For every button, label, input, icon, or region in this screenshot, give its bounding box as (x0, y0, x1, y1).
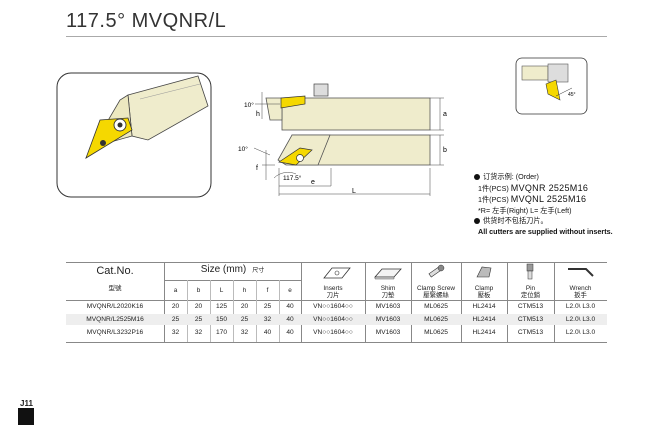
table-cell-a: 25 (171, 316, 180, 323)
table-cell-clamp: HL2414 (472, 303, 496, 310)
table-cell-shim: MV1603 (375, 303, 401, 310)
pin-icon (526, 263, 534, 280)
table-cell-L: 170 (215, 329, 227, 336)
wrench-icon (568, 268, 594, 277)
order-line2-prefix: 1件(PCS) (478, 195, 509, 205)
dim-f: f (256, 165, 258, 172)
table-cell-screw: ML0625 (424, 316, 448, 323)
col-f: f (266, 287, 269, 294)
row-bg (66, 314, 607, 325)
tool-drawing: 10° h a 10° f 117.5° e L b 45° (56, 57, 588, 198)
table-cell-a: 32 (171, 329, 180, 336)
page-title: 117.5° MVQNR/L (66, 10, 227, 32)
clamp-icon (476, 266, 492, 278)
clamp-screw-icon (428, 264, 445, 278)
shim-icon (374, 268, 402, 280)
col-h: h (242, 287, 247, 294)
top-view (253, 134, 444, 196)
col-e: e (288, 287, 292, 294)
table-cell-insert: VN○○1604○○ (313, 303, 353, 310)
dim-e: e (311, 179, 315, 186)
side-insert (280, 95, 306, 109)
bullet (474, 174, 480, 181)
order-info: 订货示例: (Order) 1件(PCS) MVQNR 2525M16 1件(P… (474, 172, 644, 238)
table-cell-insert: VN○○1604○○ (313, 316, 353, 323)
page-tab (18, 408, 34, 425)
table-cell-clamp: HL2414 (472, 316, 496, 323)
top-insert (278, 147, 313, 166)
dim-10deg-bottom: 10° (238, 145, 248, 153)
table-cell-b: 25 (194, 316, 203, 323)
table-cell-cat: MVQNR/L2525M16 (86, 316, 144, 323)
col-a: a (173, 287, 178, 294)
table-cell-insert: VN○○1604○○ (313, 329, 353, 336)
table-cell-e: 40 (286, 316, 294, 323)
table-cell-a: 20 (171, 303, 180, 310)
col-L: L (219, 287, 224, 294)
page-number: J11 (20, 399, 33, 408)
table-cell-h: 32 (240, 329, 249, 336)
table-cell-shim: MV1603 (375, 329, 401, 336)
table-cell-wrench: L2.0\ L3.0 (565, 329, 596, 336)
table-cell-pin: CTM513 (517, 316, 544, 323)
table-cell-cat: MVQNR/L2020K16 (86, 303, 144, 310)
iso-insert-hole (100, 140, 106, 146)
cat-header: Cat.No. 型號 (66, 265, 164, 292)
dim-10deg-top: 10° (244, 101, 254, 109)
table-cell-h: 20 (240, 303, 249, 310)
note-cn: 供货时不包括刀片。 (483, 216, 548, 226)
dim-h: h (256, 111, 260, 118)
order-line1-code: MVQNR 2525M16 (510, 182, 589, 193)
bullet (474, 218, 480, 225)
table-cell-e: 40 (286, 329, 294, 336)
dim-angle: 117.5° (283, 174, 302, 182)
table-cell-wrench: L2.0\ L3.0 (565, 303, 596, 310)
table-cell-shim: MV1603 (375, 316, 401, 323)
size-header-cn: 尺寸 (252, 268, 265, 274)
table-cell-screw: ML0625 (424, 329, 448, 336)
cat-header-en: Cat.No. (96, 265, 134, 277)
table-cell-f: 25 (263, 303, 272, 310)
table-cell-f: 40 (263, 329, 272, 336)
inset-angle: 45° (568, 92, 576, 98)
col-b: b (196, 287, 201, 294)
note-en: All cutters are supplied without inserts… (478, 226, 613, 236)
table-cell-b: 32 (194, 329, 203, 336)
table-cell-clamp: HL2414 (472, 329, 496, 336)
cat-header-cn: 型號 (108, 285, 122, 292)
table-cell-screw: ML0625 (424, 303, 448, 310)
table-cell-f: 32 (263, 316, 272, 323)
hand-note: *R= 左手(Right) L= 左手(Left) (478, 205, 572, 215)
insert-icon (323, 267, 351, 279)
table-cell-pin: CTM513 (517, 329, 544, 336)
table-cell-h: 25 (240, 316, 249, 323)
table-cell-pin: CTM513 (517, 303, 544, 310)
table-cell-L: 125 (215, 303, 227, 310)
size-header-en: Size (mm) (200, 264, 247, 275)
table-cell-e: 40 (286, 303, 294, 310)
table-cell-b: 20 (194, 303, 203, 310)
table-cell-cat: MVQNR/L3232P16 (86, 329, 144, 336)
dim-a: a (443, 111, 447, 118)
table-cell-wrench: L2.0\ L3.0 (565, 316, 596, 323)
size-header: Size (mm) 尺寸 (164, 264, 301, 275)
order-line2-code: MVQNL 2525M16 (510, 194, 587, 205)
inset-insert (545, 79, 561, 101)
order-header: 订货示例: (Order) (483, 172, 539, 181)
dim-b: b (443, 147, 447, 154)
order-line1-prefix: 1件(PCS) (478, 183, 509, 193)
side-view (255, 83, 444, 131)
title-rule (66, 36, 607, 37)
dim-L: L (352, 188, 356, 195)
table-cell-L: 150 (215, 316, 227, 323)
